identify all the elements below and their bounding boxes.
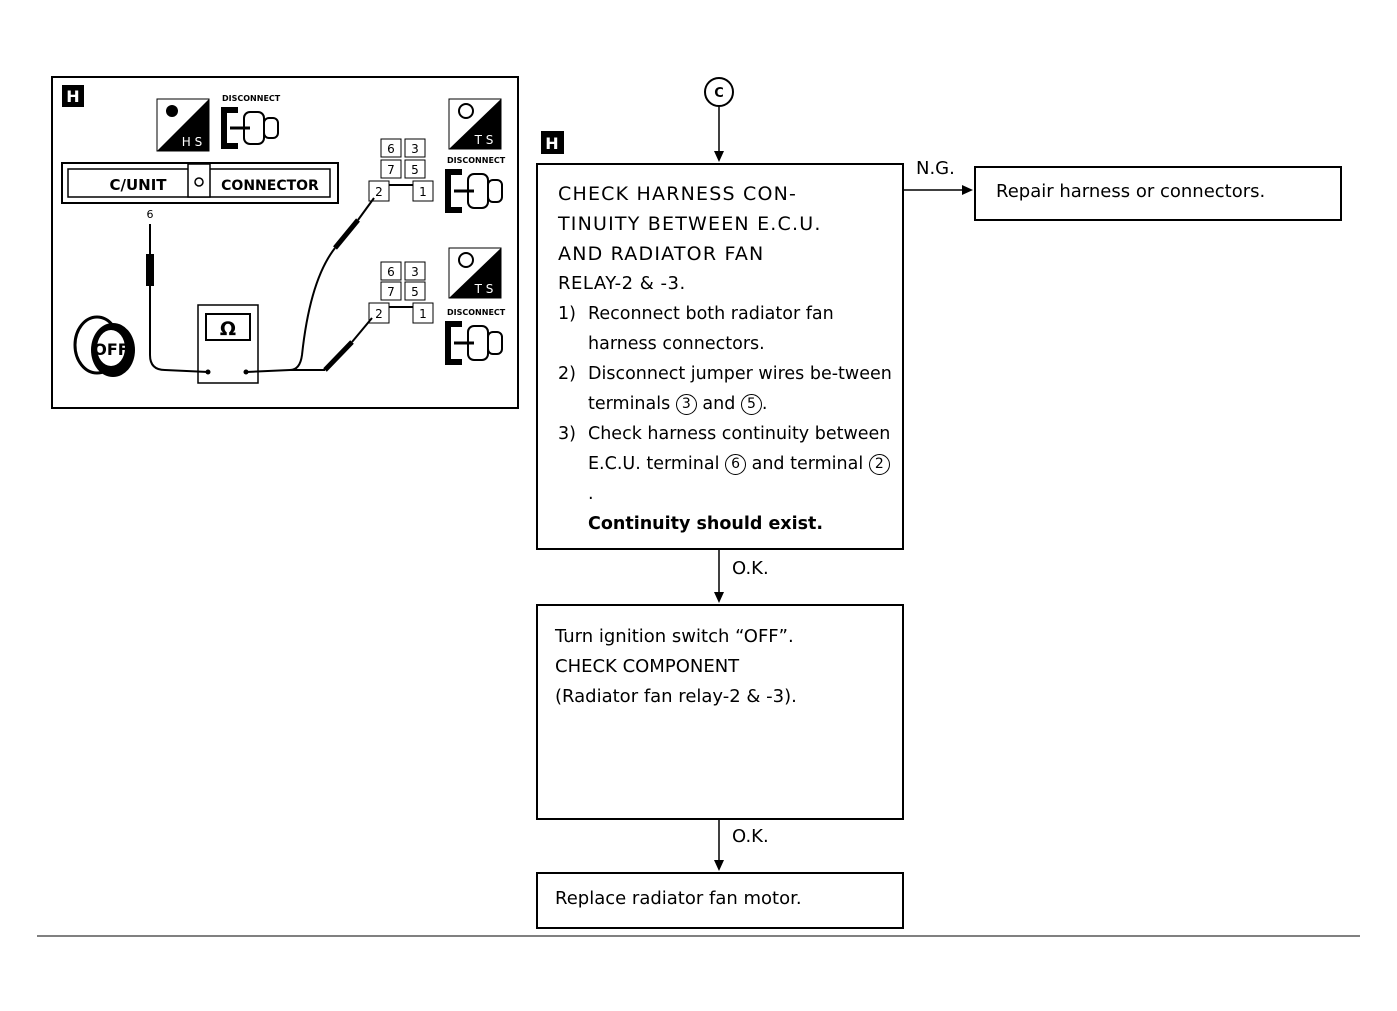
repair-harness-box: Repair harness or connectors. [974, 166, 1342, 221]
svg-text:DISCONNECT: DISCONNECT [447, 156, 506, 165]
diagram-marker: H [62, 85, 84, 107]
svg-text:5: 5 [411, 163, 419, 177]
wire-number: 6 [147, 208, 154, 221]
svg-text:CONNECTOR: CONNECTOR [221, 178, 319, 194]
terminal-side-icon: T S [448, 247, 502, 299]
disconnect-icon: DISCONNECT [445, 156, 506, 213]
check-heading-line: TINUITY BETWEEN E.C.U. [558, 213, 822, 235]
check-result: Continuity should exist. [588, 514, 824, 534]
check-step: 3)Check harness continuity between E.C.U… [558, 424, 891, 504]
ok-label: O.K. [732, 826, 769, 847]
control-unit-connector: C/UNIT CONNECTOR [61, 162, 339, 204]
svg-text:H: H [66, 87, 79, 106]
test-leads [146, 197, 375, 373]
svg-text:7: 7 [387, 285, 395, 299]
component-line: (Radiator fan relay-2 & -3). [555, 686, 797, 707]
check-step: 1)Reconnect both radiator fan harness co… [558, 304, 834, 354]
replace-motor-box: Replace radiator fan motor. [536, 872, 904, 929]
ok-label: O.K. [732, 558, 769, 579]
disconnect-icon: DISCONNECT [445, 308, 506, 365]
ng-label: N.G. [916, 158, 955, 179]
svg-text:H S: H S [182, 135, 202, 149]
svg-text:1: 1 [419, 307, 427, 321]
check-heading-line: AND RADIATOR FAN [558, 243, 765, 265]
check-step: 2)Disconnect jumper wires be-tween termi… [558, 364, 892, 415]
svg-text:DISCONNECT: DISCONNECT [222, 94, 281, 103]
terminal-number-badge: 2 [868, 454, 890, 475]
terminal-number-badge: 3 [675, 394, 697, 415]
check-heading-line: RELAY-2 & -3. [558, 273, 686, 294]
svg-text:2: 2 [375, 307, 383, 321]
terminal-number-badge: 5 [740, 394, 762, 415]
terminal-side-icon: T S [448, 98, 502, 150]
component-line: Turn ignition switch “OFF”. [555, 626, 794, 647]
svg-text:6: 6 [387, 142, 395, 156]
arrow-down-icon [714, 592, 724, 603]
svg-text:1: 1 [419, 185, 427, 199]
arrow-down-icon [714, 151, 724, 162]
section-marker: H [541, 131, 564, 154]
svg-text:DISCONNECT: DISCONNECT [447, 308, 506, 317]
svg-text:T S: T S [474, 133, 494, 147]
disconnect-icon: DISCONNECT [221, 94, 281, 149]
svg-text:T S: T S [474, 282, 494, 296]
svg-text:C/UNIT: C/UNIT [109, 176, 167, 194]
svg-text:2: 2 [375, 185, 383, 199]
svg-text:6: 6 [387, 265, 395, 279]
relay-connector-top: 6 3 7 5 2 1 [368, 138, 434, 202]
svg-text:5: 5 [411, 285, 419, 299]
arrow-down-icon [714, 860, 724, 871]
check-component-box: Turn ignition switch “OFF”. CHECK COMPON… [536, 604, 904, 820]
relay-connector-bottom: 6 3 7 5 2 1 [368, 261, 434, 324]
arrow-right-icon [962, 185, 973, 195]
check-harness-box: CHECK HARNESS CON- TINUITY BETWEEN E.C.U… [536, 163, 904, 550]
svg-text:3: 3 [411, 142, 419, 156]
component-line: CHECK COMPONENT [555, 656, 740, 677]
svg-text:3: 3 [411, 265, 419, 279]
check-steps: 1)Reconnect both radiator fan harness co… [558, 299, 892, 539]
svg-text:Ω: Ω [220, 318, 236, 340]
svg-text:OFF: OFF [93, 340, 128, 359]
svg-text:7: 7 [387, 163, 395, 177]
harness-side-icon: H S [156, 98, 210, 152]
terminal-number-badge: 6 [725, 454, 747, 475]
svg-text:H: H [545, 134, 558, 153]
svg-text:C: C [714, 86, 724, 101]
wiring-diagram: H H S DISCONNECT C/UNIT CONNECTOR 6 6 3 [51, 76, 519, 409]
check-heading-line: CHECK HARNESS CON- [558, 183, 798, 205]
ignition-switch-icon: OFF [73, 315, 135, 377]
